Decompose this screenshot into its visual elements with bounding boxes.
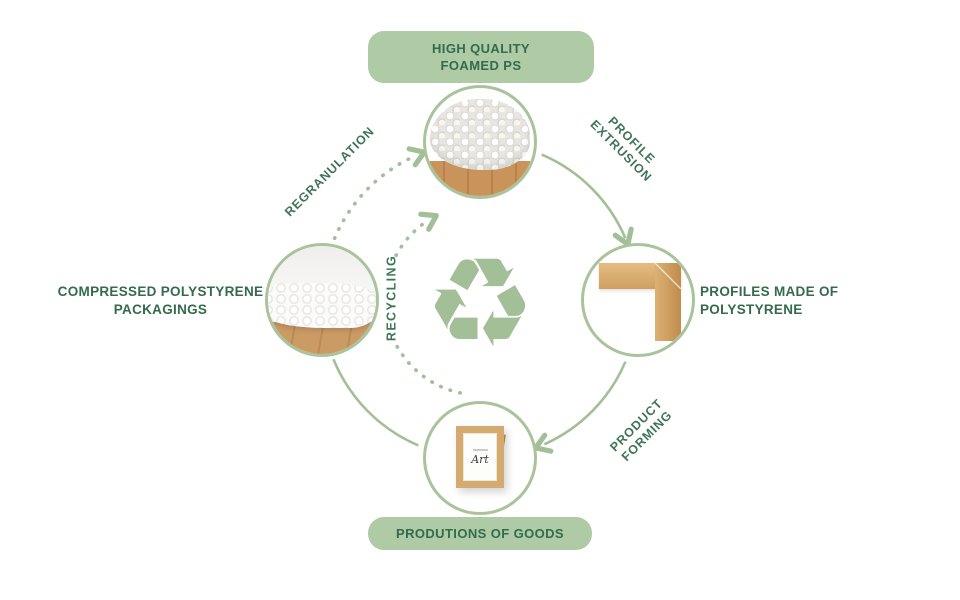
node-polystyrene-profile-photo [581,243,695,357]
label-productions-of-goods: PRODUTIONS OF GOODS [368,517,592,550]
picture-frame-image: Art [426,404,534,512]
foam-beads-pile [430,98,530,171]
picture-frame: Art [456,425,504,488]
label-left-line2: PACKAGINGS [113,302,208,317]
label-high-quality-foamed-ps: HIGH QUALITY FOAMED PS [368,31,594,83]
node-foamed-ps-photo [423,85,537,199]
label-profiles-made-of-polystyrene: PROFILES MADE OF POLYSTYRENE [700,283,890,319]
label-top-line2: FOAMED PS [440,58,522,73]
recycling-symbol-icon: ♻ [424,232,536,376]
compressed-polystyrene-image [268,246,376,354]
node-compressed-packagings-photo [265,243,379,357]
arrowhead-recycling-icon [418,211,439,232]
arc-product-forming [543,361,627,446]
arc-recycling-inner-lower [394,342,462,395]
print-art-text: Art [471,452,489,466]
label-right-line1: PROFILES MADE OF [700,284,839,299]
node-finished-goods-photo: Art [423,401,537,515]
arc-label-recycling: RECYCLING [384,254,399,342]
print-text-line [472,449,488,451]
frame-print: Art [463,433,497,481]
label-compressed-polystyrene-packagings: COMPRESSED POLYSTYRENE PACKAGINGS [43,283,278,319]
arc-regranulation-dotted [332,153,418,241]
compressed-foam-block [268,282,376,329]
label-top-line1: HIGH QUALITY [432,41,530,56]
label-right-line2: POLYSTYRENE [700,302,803,317]
label-bottom-line1: PRODUTIONS OF GOODS [396,526,564,541]
label-left-line1: COMPRESSED POLYSTYRENE [57,284,264,299]
foamed-ps-beads-image [426,88,534,196]
frame-corner [599,263,682,342]
arc-bottom-left [332,358,419,447]
profile-corner-image [584,246,692,354]
arc-profile-extrusion [541,153,627,239]
frame-corner-miter-joint [655,263,682,290]
